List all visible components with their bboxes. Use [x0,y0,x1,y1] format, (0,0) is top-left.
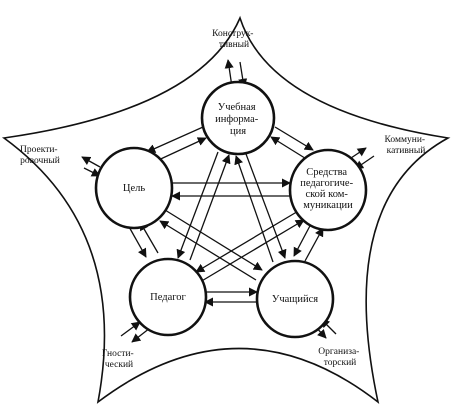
edge-info-teacher-b [189,154,231,261]
node-teacher-label: Педагог [150,292,186,303]
edge-info-student-b [234,155,274,263]
edge-info-student-a [245,153,287,259]
edge-goal-student-a [164,209,263,271]
function-constructive-label: Конструк- тивный [212,29,256,50]
arrow-goal-design-a [81,156,101,168]
arrow-teacher-gnostic-a [131,327,151,343]
edge-means-teacher-a [195,209,301,273]
edge-info-means-b [270,136,309,161]
arrow-teacher-gnostic-b [120,321,141,337]
edge-goal-teacher-a [127,224,147,258]
node-student [255,259,335,339]
edge-info-means-a [274,126,314,151]
function-gnostic-label: Гности- ческий [102,349,136,370]
node-student-label: Учащийся [272,294,318,305]
connection-arrows [127,126,324,307]
node-teacher [128,257,208,337]
edge-means-student-b [304,227,324,262]
edge-means-student-a [293,221,313,257]
node-info-label: Учебная информа- ция [215,102,261,137]
node-goal-label: Цель [123,183,145,194]
function-design-label: Проекти- ровочный [20,145,60,166]
function-communicative-label: Коммуни- кативный [385,135,428,156]
node-means-label: Средства педагогиче- ской ком- муникации [300,167,355,211]
function-organizational-label: Организа- торский [318,347,361,368]
node-info [200,80,276,156]
edge-info-teacher-a [176,151,219,259]
node-means [288,148,368,232]
edge-means-teacher-b [199,219,305,283]
edge-goal-student-b [159,220,257,281]
node-goal [94,146,174,230]
star-outline [1,15,451,404]
edge-info-goal-a [146,126,204,153]
